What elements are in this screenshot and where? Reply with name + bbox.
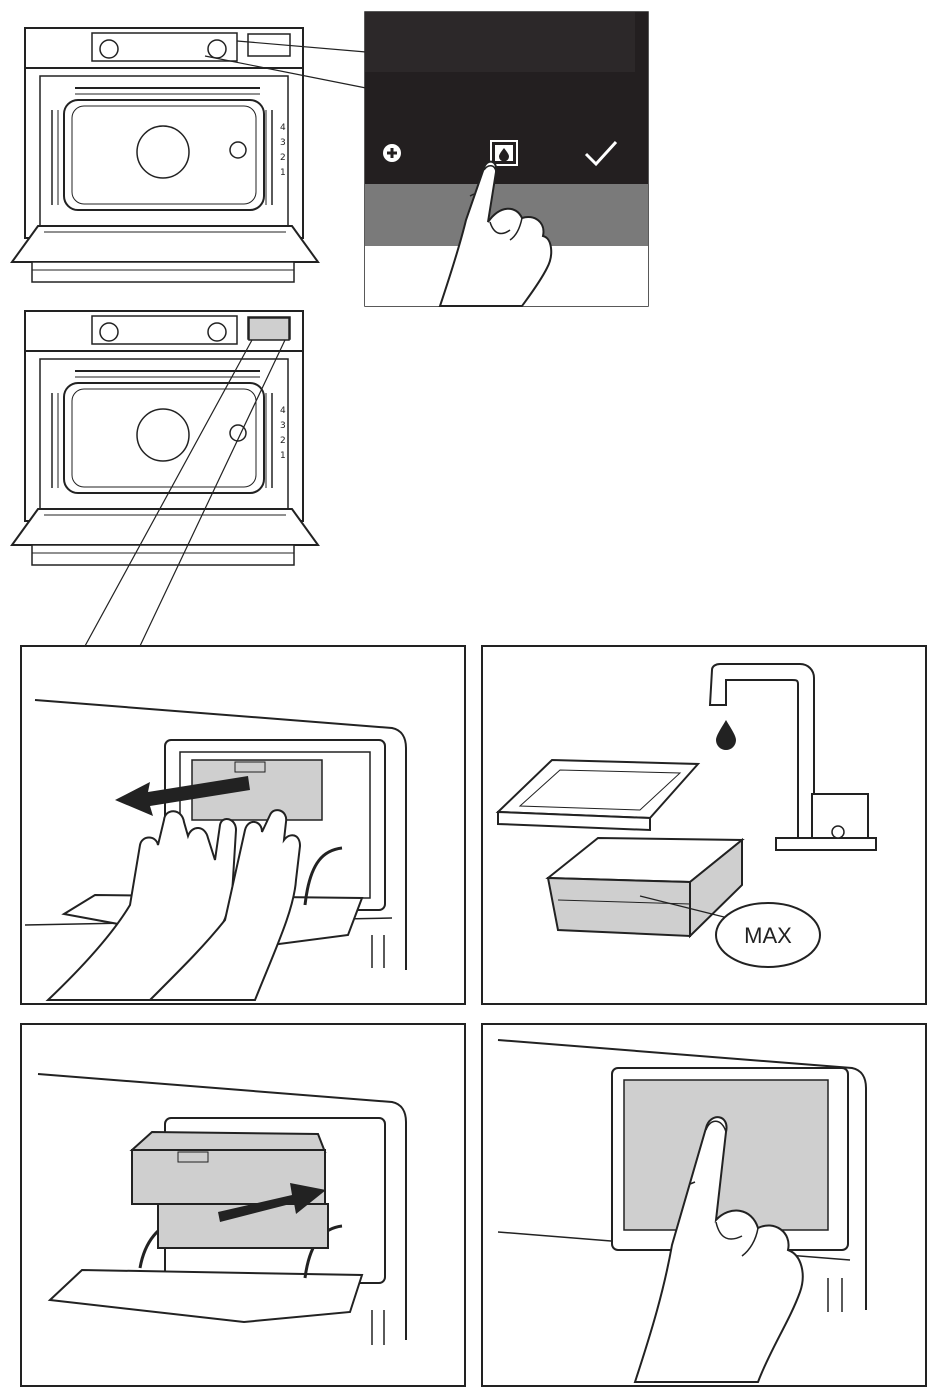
plus-icon [383,144,401,162]
oven-illustration-top [11,27,367,283]
step-press-tank-panel [481,1023,927,1387]
pointing-hand [438,160,553,307]
max-label: MAX [744,923,792,948]
step-remove-tank-panel [20,645,466,1005]
control-panel-closeup [364,11,649,307]
check-icon [584,140,618,167]
step-fill-tank-panel: MAX [481,645,927,1005]
step-insert-tank-panel [20,1023,466,1387]
water-drop-icon [490,140,518,166]
oven-illustration-bottom [11,310,319,647]
